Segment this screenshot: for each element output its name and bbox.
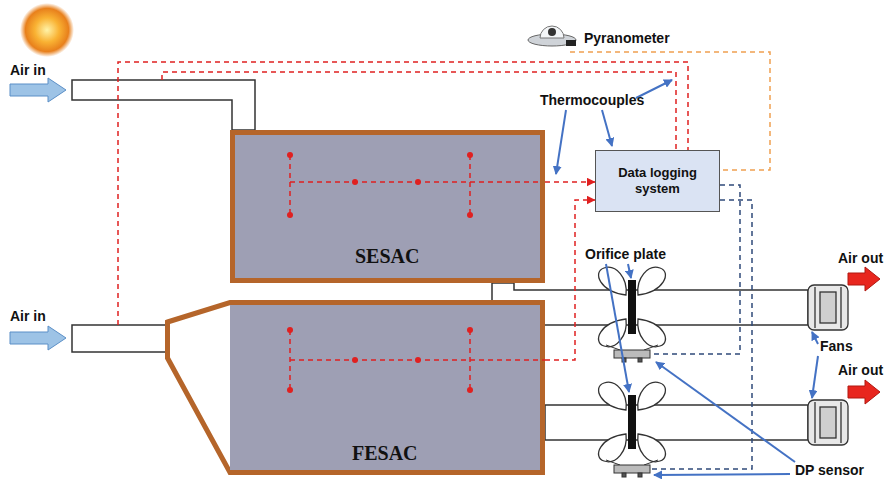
pressure-tap-funnel <box>599 267 666 461</box>
pyranometer-icon <box>528 26 576 46</box>
node-label: SESAC <box>355 245 419 268</box>
callout-label: Orifice plate <box>585 246 666 262</box>
callout-label: Fans <box>820 338 853 354</box>
node-label: FESAC <box>352 442 418 465</box>
callout-label: Thermocouples <box>540 92 644 108</box>
air-in-arrow <box>10 78 66 350</box>
sun-symbol <box>20 3 74 57</box>
air-out-arrow <box>848 267 880 404</box>
node-label: Data logging system <box>604 165 711 198</box>
dp-signal-wire <box>651 185 752 469</box>
collector-box: SESAC <box>230 130 545 283</box>
logger-box: Data logging system <box>595 150 720 212</box>
callout-label: Pyranometer <box>584 30 670 46</box>
leader-arrow <box>556 80 818 475</box>
callout-label: DP sensor <box>795 462 864 478</box>
dp-sensor-symbol <box>606 345 658 477</box>
callout-label: Air out <box>838 362 883 378</box>
collector-box: FESAC <box>165 300 545 475</box>
orifice-plate <box>628 280 636 449</box>
callout-label: Air out <box>838 250 883 266</box>
thermocouple-connector <box>545 200 595 360</box>
thermocouple-connector <box>545 181 595 183</box>
callout-label: Air in <box>10 62 46 78</box>
callout-label: Air in <box>10 308 46 324</box>
